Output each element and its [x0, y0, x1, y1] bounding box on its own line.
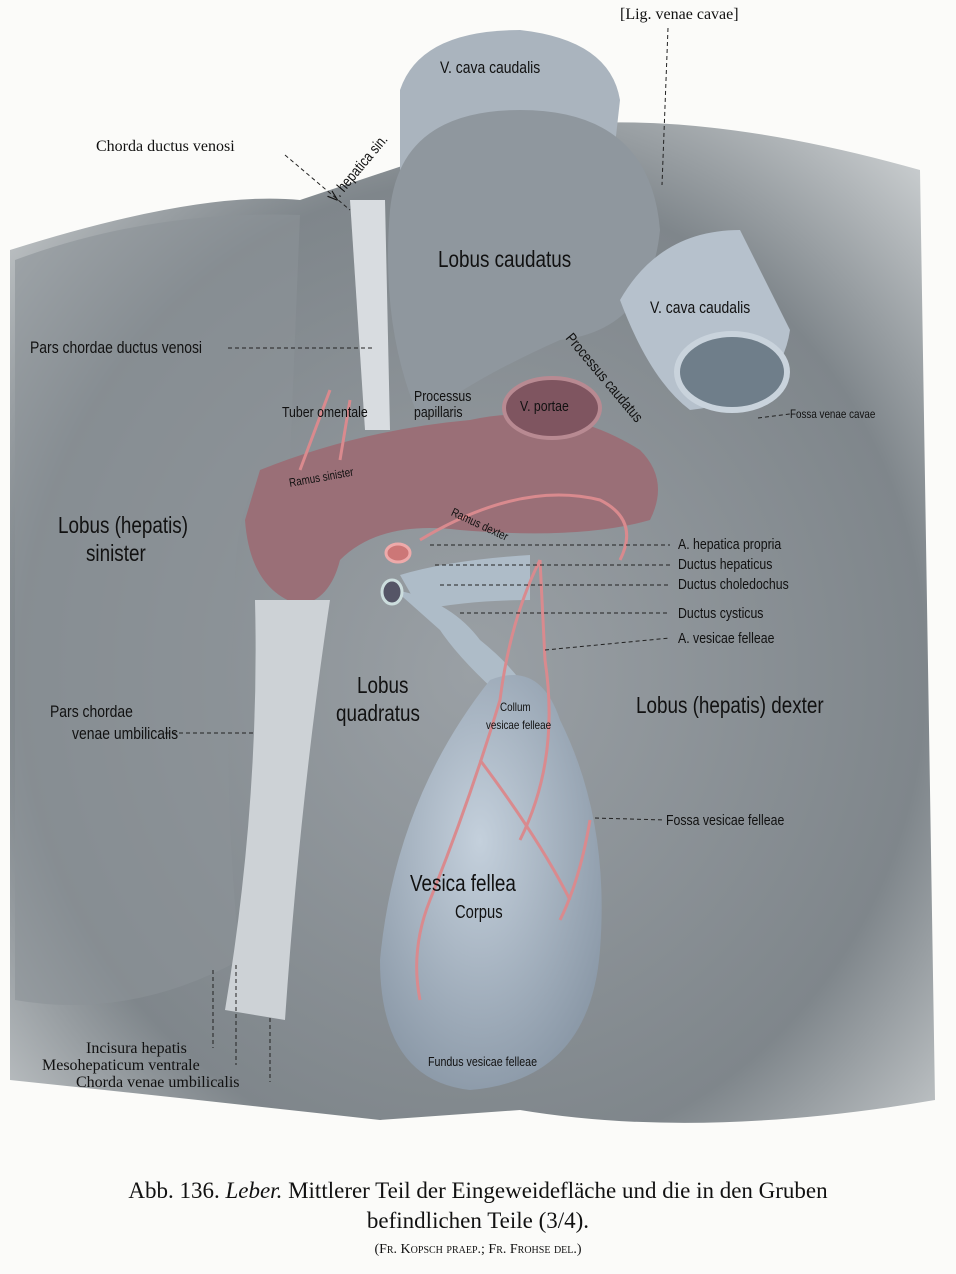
- label-vesica-fellea: Vesica fellea: [410, 870, 516, 896]
- chorda-ductus-venosi: [350, 200, 390, 430]
- label-lobus-sinister-1: Lobus (hepatis): [58, 512, 189, 538]
- label-lobus-caudatus: Lobus caudatus: [438, 246, 572, 272]
- label-corpus: Corpus: [455, 902, 503, 922]
- label-pars-chordae-venae-umbilicalis-1: Pars chordae: [50, 702, 133, 721]
- label-v-cava-caudalis-top: V. cava caudalis: [440, 58, 541, 77]
- label-lig-venae-cavae: [Lig. venae cavae]: [620, 6, 739, 23]
- figure-subject: Leber.: [225, 1178, 283, 1203]
- label-chorda-venae-umbilicalis: Chorda venae umbilicalis: [76, 1074, 240, 1091]
- v-cava-lumen: [674, 331, 790, 413]
- caption-text: Mittlerer Teil der Eingeweidefläche und …: [288, 1178, 828, 1203]
- lobus-caudatus: [388, 110, 660, 420]
- label-ductus-hepaticus: Ductus hepaticus: [678, 556, 773, 573]
- vesica-fellea: [380, 675, 602, 1090]
- label-fundus: Fundus vesicae felleae: [428, 1054, 538, 1069]
- label-lobus-quadratus-2: quadratus: [336, 700, 420, 726]
- label-v-cava-caudalis-right: V. cava caudalis: [650, 298, 751, 317]
- label-v-portae: V. portae: [520, 398, 569, 415]
- ductus-hepaticus: [400, 555, 530, 610]
- label-tuber-omentale: Tuber omentale: [282, 404, 368, 421]
- label-lobus-sinister-2: sinister: [86, 540, 146, 566]
- caption-credit: (Fr. Kopsch praep.; Fr. Frohse del.): [374, 1242, 582, 1257]
- label-ductus-choledochus: Ductus choledochus: [678, 576, 789, 593]
- label-fossa-vesicae-felleae: Fossa vesicae felleae: [666, 812, 785, 829]
- label-lobus-dexter: Lobus (hepatis) dexter: [636, 692, 824, 718]
- leader-lines: [165, 27, 791, 1082]
- label-mesohepaticum-ventrale: Mesohepaticum ventrale: [42, 1057, 200, 1074]
- label-lobus-quadratus-1: Lobus: [357, 672, 409, 698]
- label-pars-chordae-venae-umbilicalis-2: venae umbilicalis: [72, 724, 179, 743]
- a-hepatica-lumen: [384, 542, 412, 564]
- label-collum-2: vesicae felleae: [486, 718, 552, 732]
- label-a-hepatica-propria: A. hepatica propria: [678, 536, 782, 553]
- label-ductus-cysticus: Ductus cysticus: [678, 605, 764, 622]
- caption-line-1: Abb. 136. Leber. Mittlerer Teil der Eing…: [0, 1178, 956, 1204]
- lobus-sinister: [15, 214, 300, 1005]
- ductus-lumen: [380, 578, 404, 606]
- label-processus-papillaris-1: Processus: [414, 388, 472, 405]
- label-a-vesicae-felleae: A. vesicae felleae: [678, 630, 775, 647]
- lig-teres: [225, 600, 330, 1020]
- label-fossa-venae-cavae: Fossa venae cavae: [790, 407, 876, 421]
- figure-number: Abb. 136.: [128, 1178, 220, 1203]
- label-pars-chordae-ductus-venosi: Pars chordae ductus venosi: [30, 338, 203, 357]
- arteries: [298, 389, 629, 1001]
- v-portae: [245, 414, 658, 605]
- label-incisura-hepatis: Incisura hepatis: [86, 1040, 187, 1057]
- ductus-cysticus: [395, 590, 520, 700]
- label-collum-1: Collum: [500, 700, 531, 714]
- caption-line-2: befindlichen Teile (3/4).: [366, 1208, 590, 1233]
- v-portae-lumen: [502, 376, 602, 440]
- label-chorda-ductus-venosi: Chorda ductus venosi: [96, 138, 235, 155]
- label-processus-papillaris-2: papillaris: [414, 404, 463, 421]
